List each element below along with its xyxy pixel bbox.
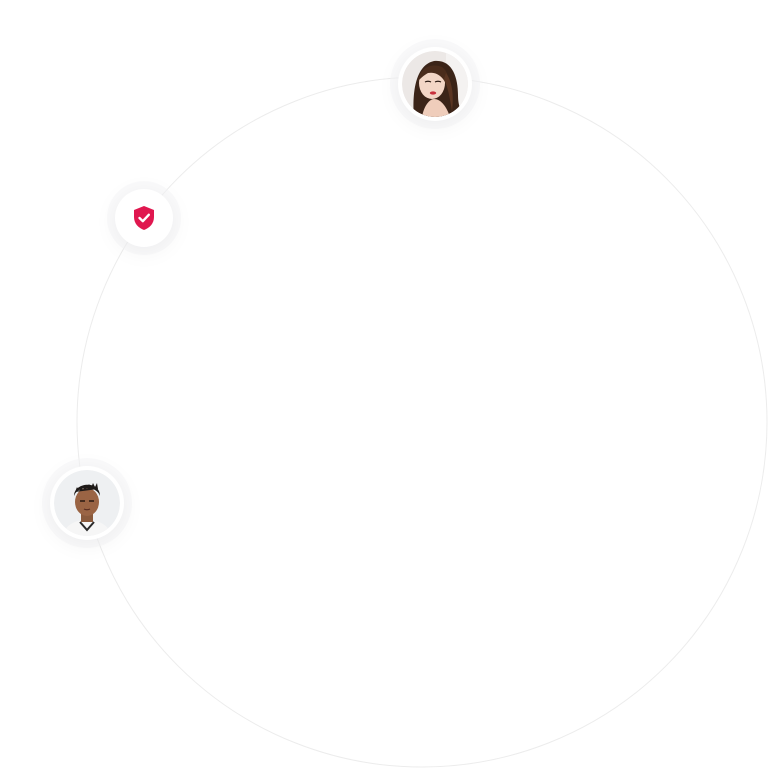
shield-badge — [115, 189, 173, 247]
woman-avatar — [398, 47, 472, 121]
man-avatar — [50, 466, 124, 540]
man-avatar-image — [54, 470, 120, 536]
shield-check-icon — [134, 206, 154, 230]
woman-avatar-image — [402, 51, 468, 117]
